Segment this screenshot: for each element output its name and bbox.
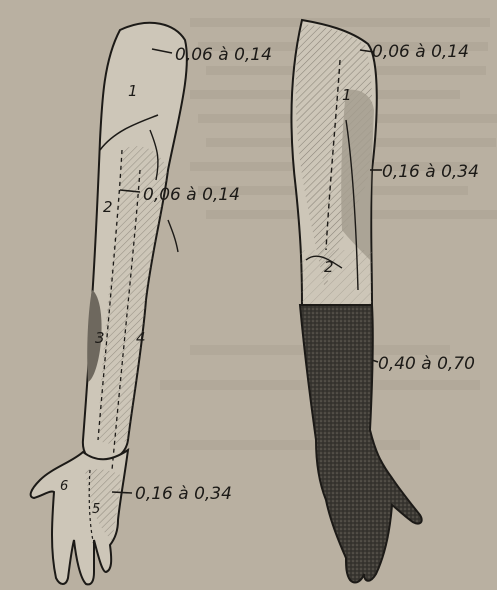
right-upper-arm-value-label: 0,16 à 0,34 [382,162,479,182]
left-upper-arm-value-label: 0,06 à 0,14 [143,185,240,205]
left-zone-number-5: 5 [92,502,100,517]
left-hand-leader [112,492,132,493]
left-zone-number-4: 4 [136,329,146,347]
right-upper-arm-light-lower [300,250,372,305]
right-forearm-value-label: 0,40 à 0,70 [378,354,475,374]
bleed-text-line [190,18,490,27]
right-upper-arm-medium-shade [341,90,374,260]
left-zone-number-1: 1 [128,82,138,100]
left-zone-number-6: 6 [60,479,68,494]
left-zone-number-3: 3 [95,329,105,347]
left-hand-value-label: 0,16 à 0,34 [135,484,232,504]
bleed-text-line [170,440,420,450]
right-zone-number-1: 1 [342,86,352,104]
left-shoulder-value-label: 0,06 à 0,14 [175,45,272,65]
left-zone-number-2: 2 [103,198,113,216]
right-shoulder-value-label: 0,06 à 0,14 [372,42,469,62]
right-zone-number-2: 2 [324,258,334,276]
